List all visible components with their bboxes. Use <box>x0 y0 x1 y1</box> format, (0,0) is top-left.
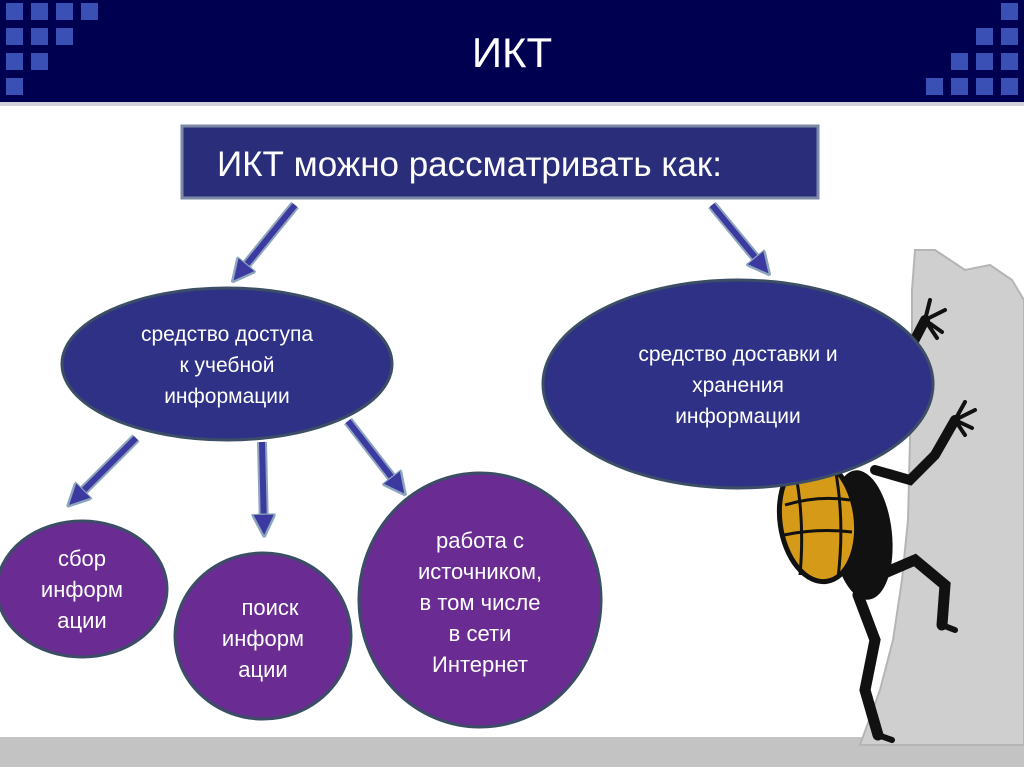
root-node-label: ИКТ можно рассматривать как: <box>217 145 722 184</box>
leaf-search-line-1: поиск <box>241 595 298 620</box>
branch-delivery-line-2: хранения <box>692 374 784 397</box>
branch-access-line-2: к учебной <box>180 354 275 377</box>
branch-node-access: средство доступа к учебной информации <box>60 286 394 442</box>
header-squares-decoration <box>6 3 1018 95</box>
leaf-search-line-3: ации <box>238 657 287 682</box>
climber-leg-right <box>874 553 951 631</box>
slide-title: ИКТ <box>471 29 553 76</box>
leaf-node-collection: сбор информ ации <box>0 519 169 659</box>
leaf-sources-line-3: в том числе <box>420 590 541 615</box>
header-bar: ИКТ <box>0 0 1024 102</box>
leaf-sources-line-1: работа с <box>436 528 524 553</box>
leaf-search-line-2: информ <box>222 626 304 651</box>
leaf-collection-line-1: сбор <box>58 546 106 571</box>
leaf-collection-line-3: ации <box>57 608 106 633</box>
leaf-node-search: поиск информ ации <box>173 551 353 721</box>
leaf-sources-line-5: Интернет <box>432 652 528 677</box>
branch-access-line-1: средство доступа <box>141 323 313 346</box>
leaf-sources-line-4: в сети <box>449 621 512 646</box>
climber-arm-lower <box>870 415 960 486</box>
arrow-left-to-leaf-1 <box>74 434 140 500</box>
root-node: ИКТ можно рассматривать как: <box>180 124 820 200</box>
branch-delivery-line-1: средство доставки и <box>638 343 837 366</box>
branch-delivery-line-3: информации <box>675 405 801 428</box>
branch-access-line-3: информации <box>164 385 290 408</box>
arrow-root-to-left <box>238 201 299 275</box>
footer-bar <box>0 737 1024 767</box>
leaf-node-sources: работа с источником, в том числе в сети … <box>357 471 603 729</box>
arrow-left-to-leaf-2 <box>262 441 264 528</box>
leaf-sources-line-2: источником, <box>418 559 542 584</box>
diagram-arrows <box>74 201 764 528</box>
arrow-root-to-right <box>708 201 764 268</box>
climber-leg-left <box>852 589 884 741</box>
branch-node-delivery: средство доставки и хранения информации <box>541 278 935 490</box>
header-divider <box>0 102 1024 106</box>
leaf-collection-line-2: информ <box>41 577 123 602</box>
arrow-left-to-leaf-3 <box>344 417 400 488</box>
